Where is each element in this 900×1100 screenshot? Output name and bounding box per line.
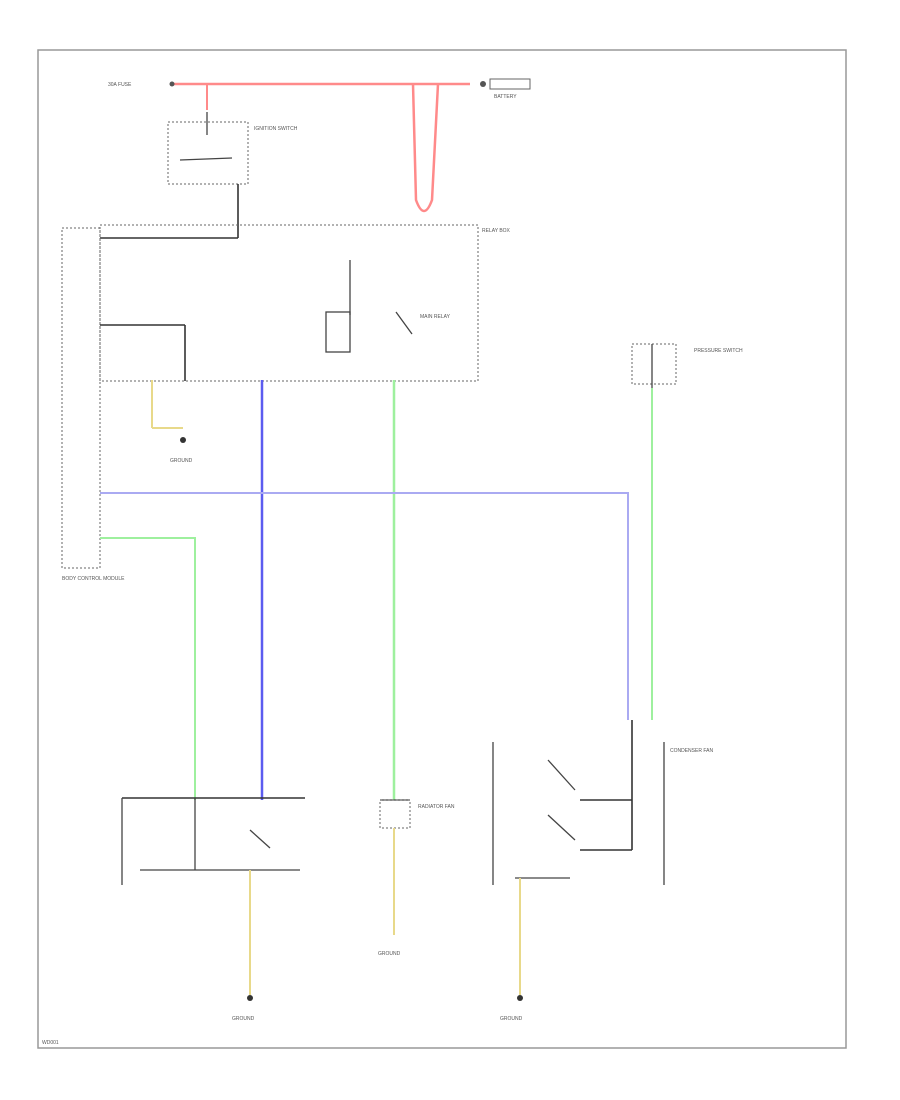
power-wires xyxy=(170,82,470,213)
relay-box xyxy=(99,224,479,382)
relay-box-label: RELAY BOX xyxy=(482,228,511,234)
ground-icon xyxy=(180,437,186,443)
pressure-switch xyxy=(631,343,677,388)
ground-left-label: GROUND xyxy=(170,458,193,464)
battery-label: BATTERY xyxy=(494,94,517,100)
ground-left xyxy=(151,380,186,443)
relay-bottom-left xyxy=(121,797,305,1001)
body-control-label: BODY CONTROL MODULE xyxy=(62,576,125,582)
footer-label: WD001 xyxy=(42,1040,59,1046)
ground-icon xyxy=(517,995,523,1001)
radiator-fan-label: RADIATOR FAN xyxy=(418,804,455,810)
wire-red-loop xyxy=(411,83,440,213)
ground-bottom-mid-label: GROUND xyxy=(378,951,401,957)
battery-icon xyxy=(489,78,531,90)
battery-terminal-icon xyxy=(480,81,486,87)
fuse-label: 30A FUSE xyxy=(108,82,132,88)
ground-icon xyxy=(247,995,253,1001)
condenser-fan-label: CONDENSER FAN xyxy=(670,748,713,754)
ground-bottom-left-label: GROUND xyxy=(232,1016,255,1022)
body-control-module xyxy=(61,227,101,569)
ground-bottom-right-label: GROUND xyxy=(500,1016,523,1022)
main-relay-label: MAIN RELAY xyxy=(420,314,451,320)
ignition-switch-label: IGNITION SWITCH xyxy=(254,126,298,132)
fuse-terminal-icon xyxy=(169,81,175,87)
condenser-fan-relay xyxy=(492,720,665,1001)
pressure-switch-label: PRESSURE SWITCH xyxy=(694,348,743,354)
diagram-frame xyxy=(37,49,847,1049)
wire-light-blue xyxy=(100,492,629,720)
radiator-fan-motor xyxy=(379,799,411,935)
ignition-switch xyxy=(167,112,249,238)
wire-green-left xyxy=(100,537,196,800)
